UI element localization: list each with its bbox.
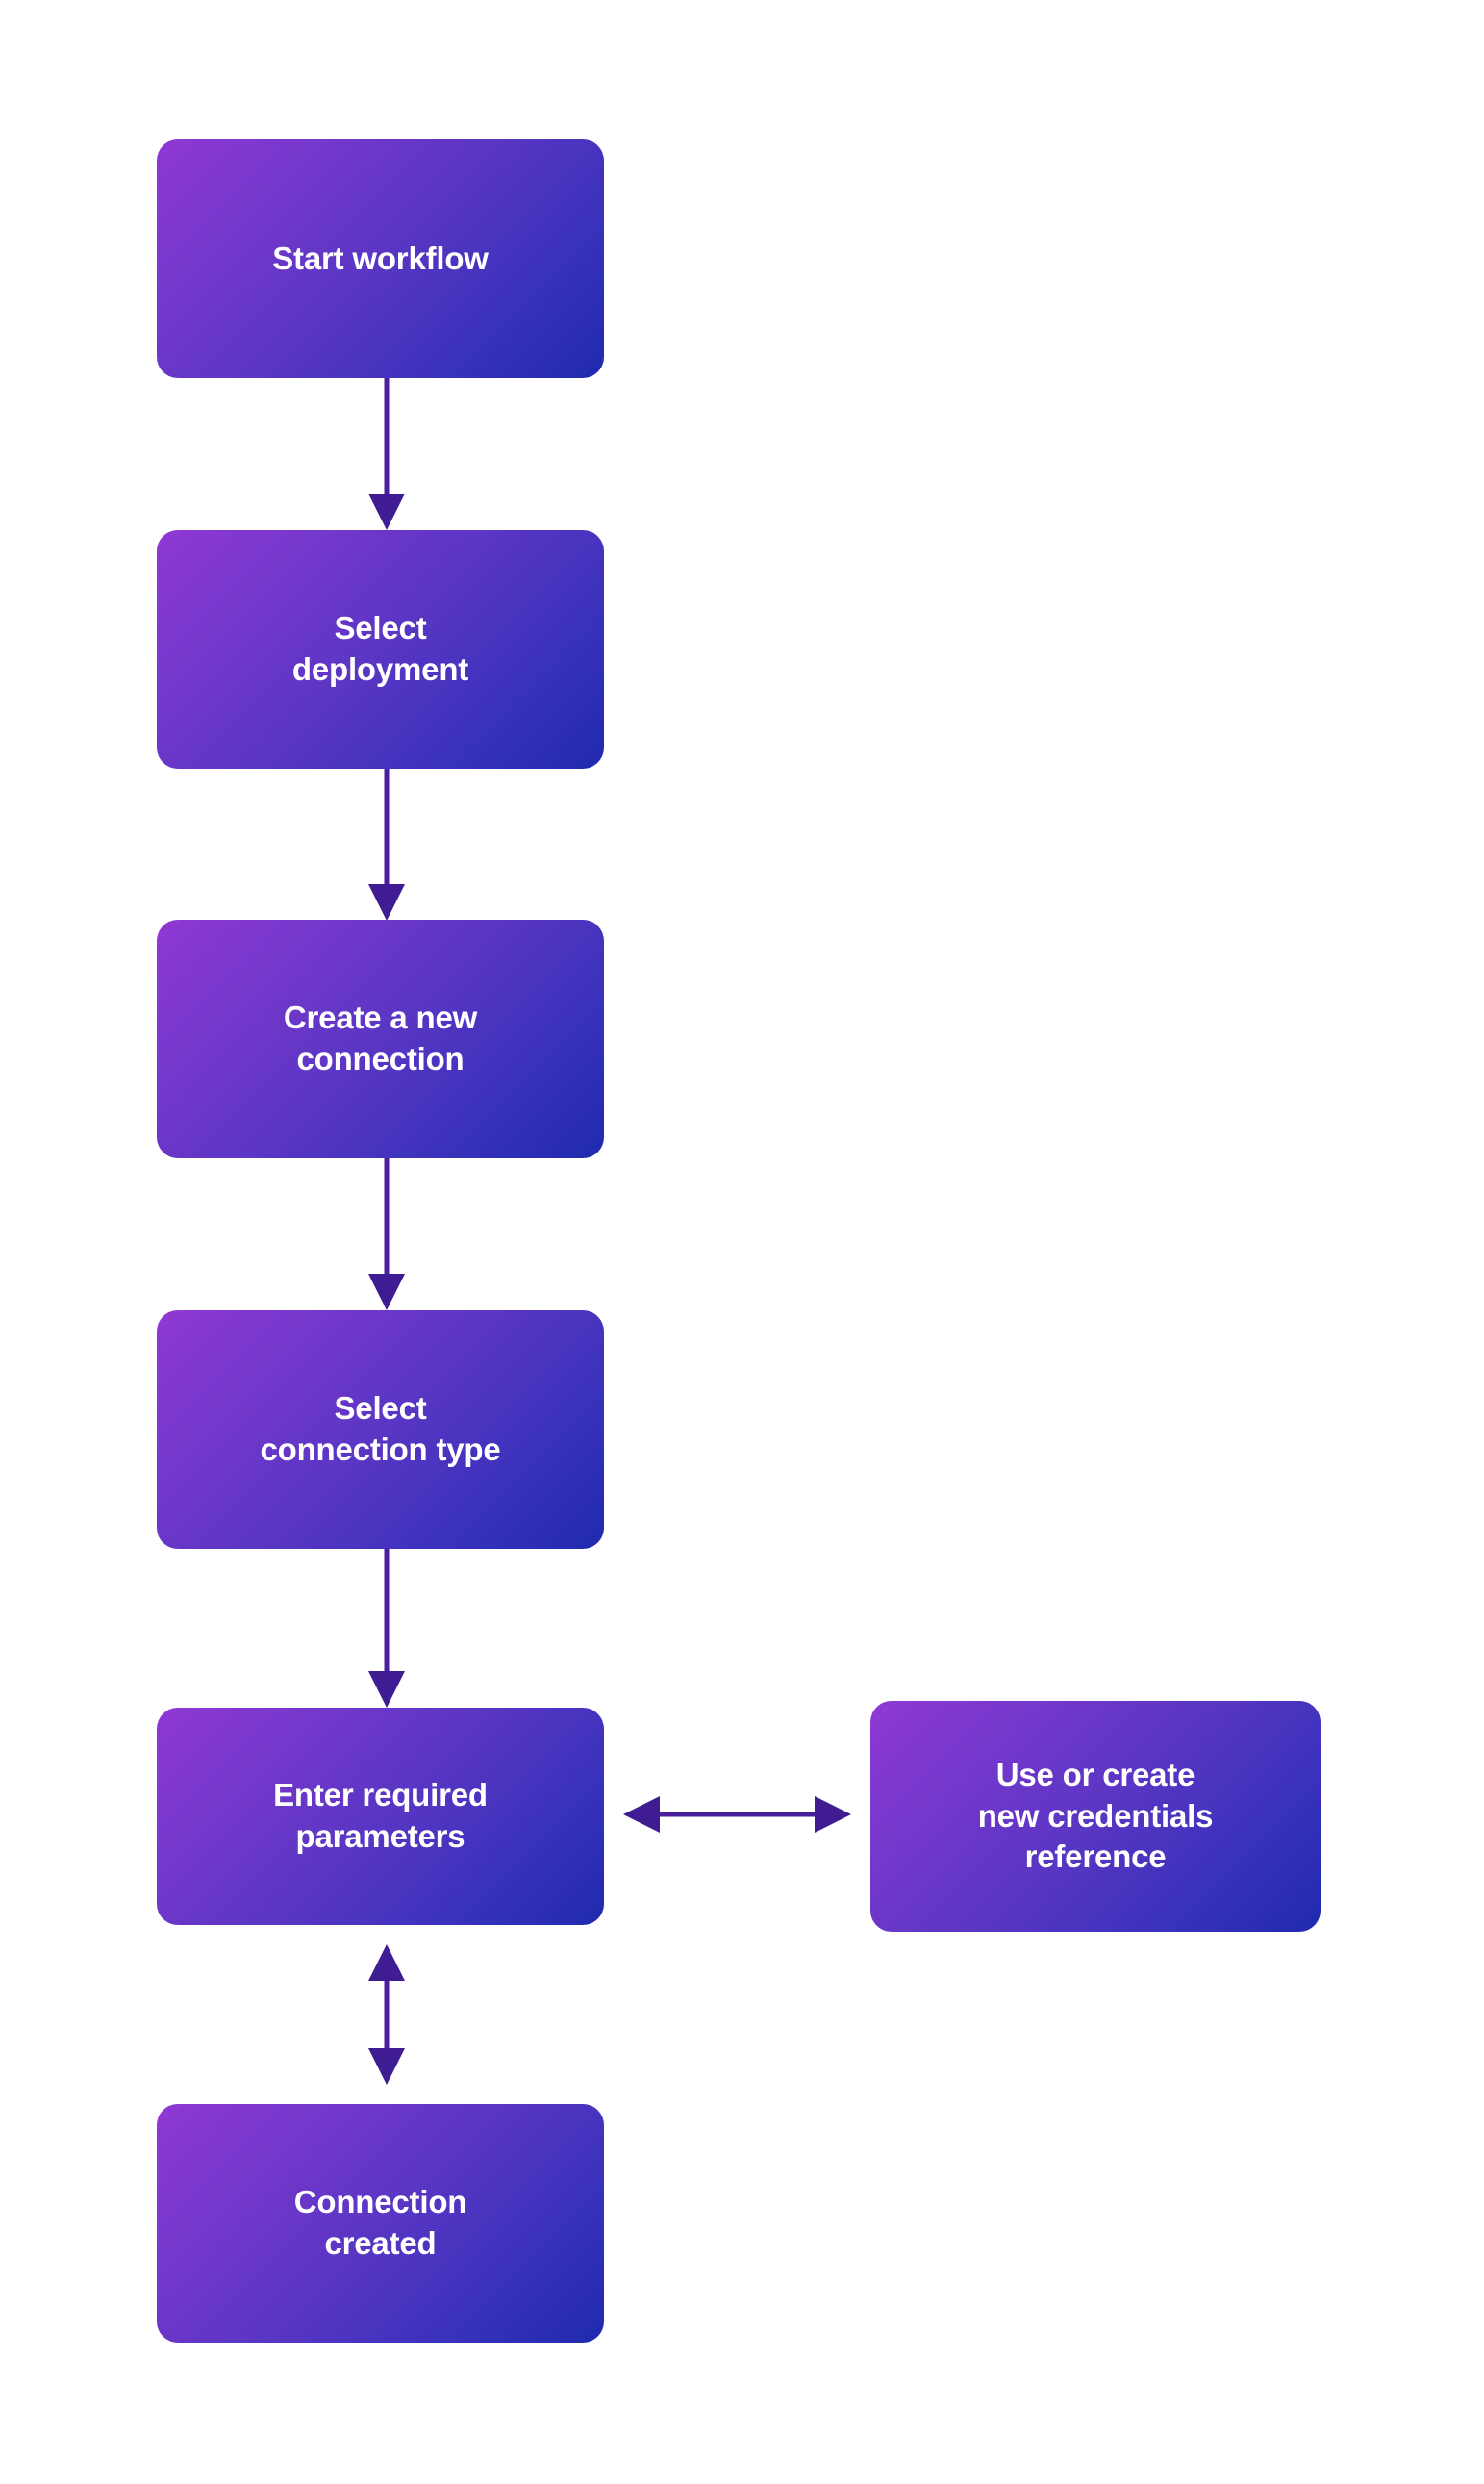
flow-node-create-connection[interactable]: Create a new connection: [157, 920, 604, 1158]
flow-edge-create-connection-to-select-type: [358, 1158, 415, 1312]
flow-node-start[interactable]: Start workflow: [157, 139, 604, 378]
flow-edge-enter-params-to-credentials: [604, 1785, 870, 1844]
flow-edge-select-type-to-enter-params: [358, 1549, 415, 1711]
flow-node-label: Use or create new credentials reference: [977, 1756, 1214, 1875]
flow-edge-select-deployment-to-create-connection: [358, 769, 415, 923]
flow-node-label: Start workflow: [272, 240, 489, 276]
flow-node-select-deployment[interactable]: Select deployment: [157, 530, 604, 769]
flow-node-label: Connection created: [293, 2184, 467, 2261]
flow-node-label: Select deployment: [291, 610, 469, 687]
flow-node-connection-created[interactable]: Connection created: [157, 2104, 604, 2343]
flow-node-label: Create a new connection: [283, 1000, 478, 1077]
flow-edge-start-to-select-deployment: [358, 378, 415, 532]
flow-node-label: Enter required parameters: [273, 1777, 488, 1854]
flow-edge-enter-params-to-connection-created: [358, 1925, 415, 2104]
flow-node-credentials-reference[interactable]: Use or create new credentials reference: [870, 1701, 1321, 1932]
flow-node-select-connection-type[interactable]: Select connection type: [157, 1310, 604, 1549]
flow-node-enter-required-parameters[interactable]: Enter required parameters: [157, 1708, 604, 1925]
flow-node-label: Select connection type: [260, 1390, 501, 1467]
